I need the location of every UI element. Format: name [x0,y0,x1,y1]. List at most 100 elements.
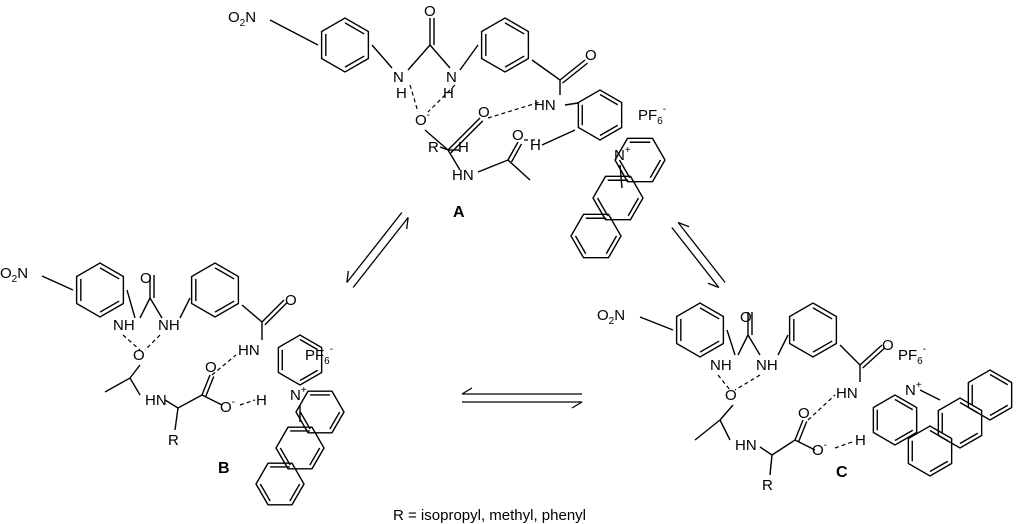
bond [407,44,431,71]
compound-label-b: B [218,460,230,477]
acetamide-hn-label: HN [452,167,474,184]
urea-h-label: H [396,85,407,102]
bond [794,439,816,451]
hydrogen-bonds [122,84,853,449]
aromatic-bond [289,483,301,502]
bond [777,334,789,356]
double-bond [562,62,588,84]
amide-o-label: O [285,292,297,309]
pyridinium-ring [872,394,918,446]
anthracene-ring [937,397,983,449]
benzene-ring [75,262,125,318]
aromatic-bond [504,22,525,35]
aromatic-bond [259,483,271,502]
carboxylate-o-label: O [205,359,217,376]
anthracene-ring [614,137,666,183]
r-group-label: R [168,432,179,449]
pf6-counterion-label: PF6- [638,104,666,127]
pyridinium-ring [277,334,323,386]
aromatic-bond [596,197,609,217]
pyridinium-n-label: N+ [905,380,922,399]
reverse-arrow [677,222,726,283]
pyridinium-n-label: N+ [614,145,631,164]
carboxylate-o-label: O- [812,440,827,459]
bond [507,141,519,161]
bond [639,316,674,331]
aromatic-bond [99,267,120,280]
carboxylate-o-label: O- [220,397,235,416]
nitro-group-label: O2N [228,9,256,29]
acetyl-o-label: O [512,127,524,144]
bond [149,297,163,319]
bond [839,344,861,366]
atom-labels: O2NNHONHOHNN+PF6-O-OHRHNOHO2NNHONHOHNN+P… [0,3,926,494]
forward-arrow [346,212,403,283]
arrowhead [406,217,409,230]
aromatic-bond [309,447,321,466]
benzene-ring [788,302,838,358]
bond [719,419,731,441]
bond [507,159,531,181]
urea-nh-label: NH [113,317,135,334]
aromatic-bond [299,369,319,382]
bond [429,44,451,69]
pyridinium-ring [577,89,623,141]
bond [126,289,136,319]
bond [564,102,579,106]
bond [129,364,141,379]
pf6-counterion-label: PF6- [898,344,926,367]
h-bond [734,374,761,391]
aromatic-bond [894,398,914,411]
bond [771,439,796,456]
urea-o-label: O [140,270,152,287]
nitro-group-label: O2N [0,265,28,285]
h-bond [487,101,541,119]
aromatic-bond [279,447,291,466]
bond [439,146,449,151]
bond [104,377,131,393]
urea-nh-label: NH [158,317,180,334]
acetyl-o-label: O [133,347,145,364]
double-bond [862,347,886,369]
double-bond [264,302,288,326]
urea-nh-label: N [393,69,404,86]
r-group-label: R [428,139,439,156]
bond [269,19,319,46]
bond [447,117,481,151]
aromatic-bond [574,235,587,255]
double-bond [798,421,808,442]
bond [424,129,449,151]
bond [459,44,479,71]
bond [477,159,509,173]
bond [737,334,749,356]
benzene-ring [480,17,530,73]
anthracene-ring [907,425,953,477]
arrowhead [461,387,473,395]
aromatic-bond [989,373,1009,386]
bond [139,297,151,319]
aromatic-bond [989,404,1009,417]
amide-o-label: O [882,337,894,354]
bond [531,59,561,81]
bond [179,297,191,319]
h-bond [834,441,853,449]
compound-label-a: A [453,204,465,221]
anthracene-ring [570,213,622,259]
aromatic-bond [959,401,979,414]
acetyl-o-label: O [725,387,737,404]
bond [201,394,223,406]
bond [241,304,263,323]
bond [759,446,773,456]
bond [919,389,941,401]
urea-nh-label: NH [756,357,778,374]
urea-o-label: O [740,309,752,326]
aromatic-bond [504,55,525,68]
bond [164,399,179,409]
bond [201,374,211,396]
h-bond [122,334,141,351]
h-bond [211,354,237,376]
bond [177,394,203,409]
aromatic-bond [699,340,720,353]
aromatic-bond [627,197,640,217]
aromatic-bond [812,307,833,320]
